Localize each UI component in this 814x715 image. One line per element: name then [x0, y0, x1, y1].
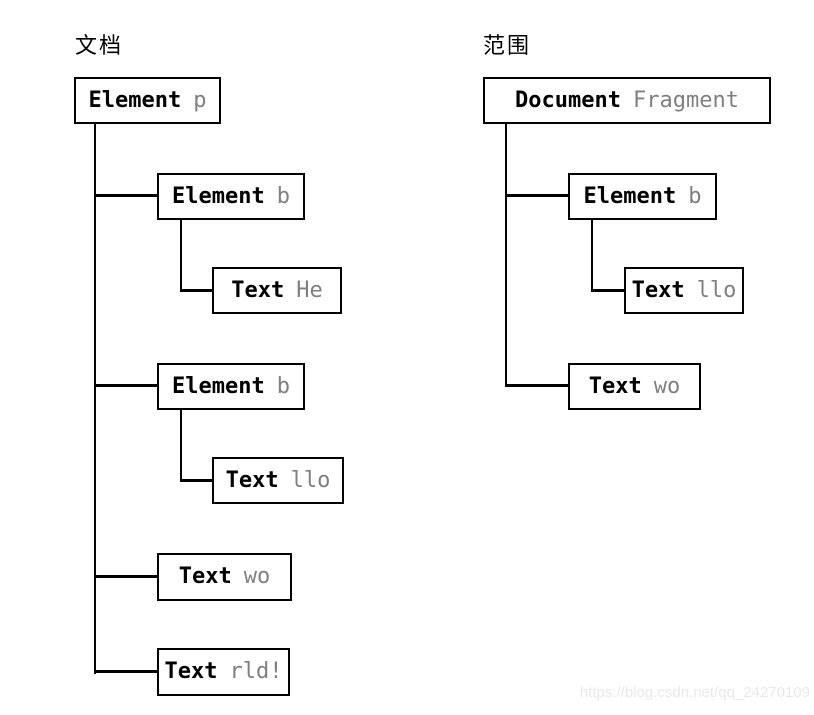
connector-line [94, 124, 96, 674]
node-element-b-2: Element b [157, 363, 305, 410]
node-type: Element [88, 87, 182, 113]
connector-line [180, 289, 212, 292]
node-name: p [193, 87, 207, 113]
node-type: Text [631, 277, 685, 303]
node-name: Fragment [633, 87, 740, 113]
connector-line [180, 409, 182, 481]
node-name: b [276, 183, 291, 209]
node-text-rld: Text rld! [157, 648, 290, 696]
node-type: Text [225, 467, 279, 493]
connector-line [505, 194, 568, 197]
node-type: Element [583, 183, 677, 209]
node-text-he: Text He [212, 267, 342, 314]
range-tree-title: 范围 [483, 33, 532, 58]
connector-line [591, 219, 593, 291]
connector-line [180, 219, 182, 291]
node-name: b [688, 183, 702, 209]
connector-line [180, 479, 212, 482]
node-type: Element [171, 183, 265, 209]
node-element-b: Element b [568, 173, 717, 220]
node-name: llo [290, 467, 331, 493]
connector-line [94, 194, 157, 197]
connector-line [505, 124, 507, 387]
node-type: Document [514, 87, 621, 113]
connector-line [94, 384, 157, 387]
node-name: rld! [229, 659, 283, 684]
node-name: llo [696, 277, 737, 303]
node-type: Text [231, 277, 285, 303]
connector-line [94, 575, 157, 578]
connector-line [94, 670, 157, 673]
node-name: wo [653, 373, 681, 399]
node-name: wo [243, 564, 271, 589]
watermark-url: https://blog.csdn.net/qq_24270109 [579, 684, 810, 701]
node-type: Text [178, 564, 232, 589]
node-type: Text [164, 659, 218, 684]
node-name: He [296, 277, 323, 303]
node-element-p: Element p [74, 77, 221, 124]
node-name: b [276, 373, 291, 399]
connector-line [505, 384, 568, 387]
document-tree-title: 文档 [75, 33, 124, 58]
node-document-fragment: Document Fragment [483, 77, 771, 124]
node-element-b-1: Element b [157, 173, 305, 220]
node-type: Element [171, 373, 265, 399]
connector-line [591, 289, 624, 292]
node-type: Text [588, 373, 642, 399]
